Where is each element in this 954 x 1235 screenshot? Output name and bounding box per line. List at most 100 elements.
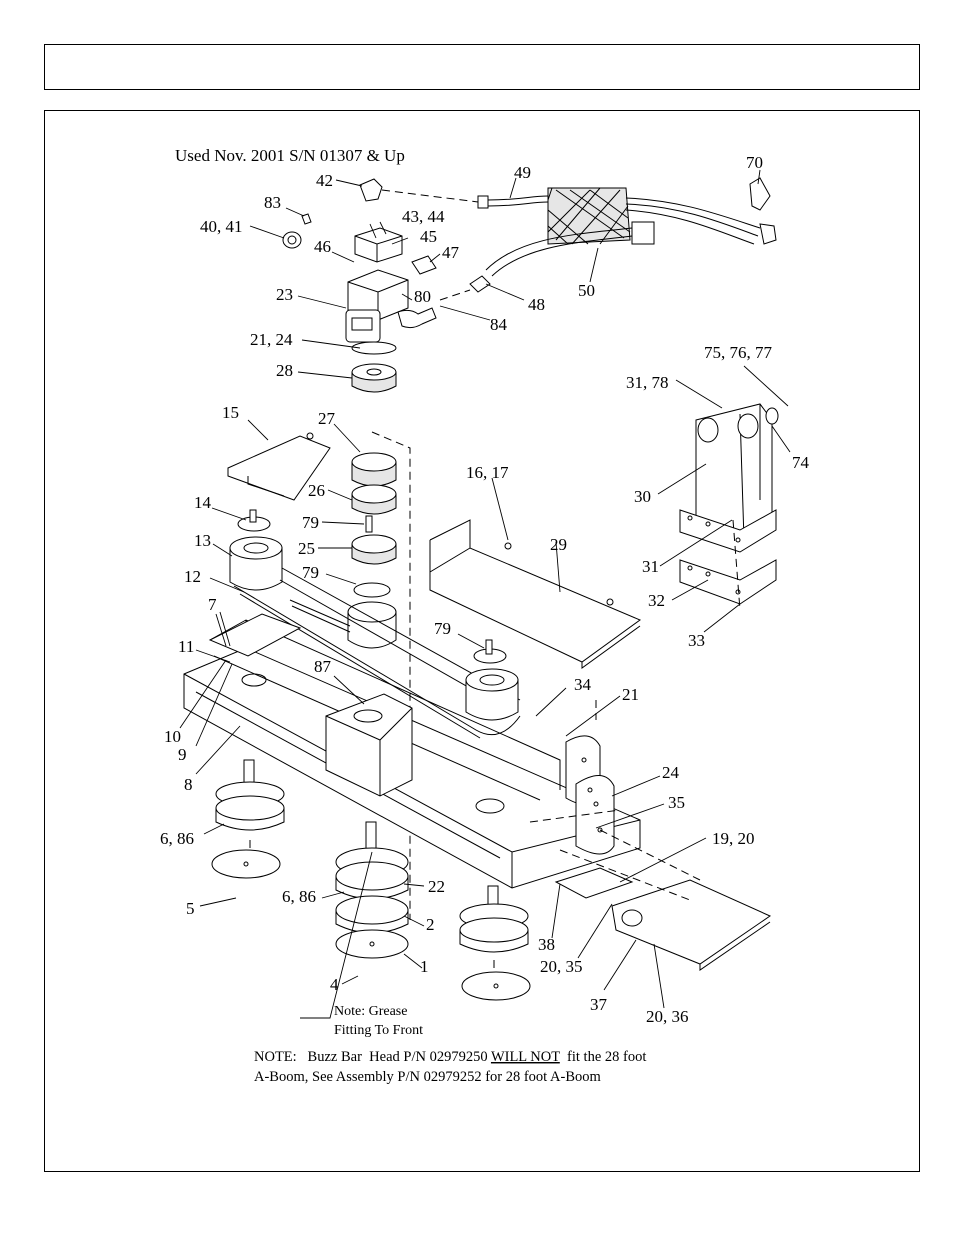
callout-27: 27	[318, 409, 336, 428]
right-pulley-group	[465, 639, 519, 721]
callout-75-76-77: 75, 76, 77	[704, 343, 773, 362]
callout-84: 84	[490, 315, 508, 334]
callout-20-35: 20, 35	[540, 957, 583, 976]
side-plate-24	[575, 775, 615, 855]
motor-plate	[351, 341, 397, 355]
callout-6-86-center: 6, 86	[282, 887, 316, 906]
leader-lines	[179, 169, 791, 1019]
callout-1: 1	[420, 957, 429, 976]
hydraulic-motor-group	[282, 178, 437, 393]
callout-42: 42	[316, 171, 333, 190]
pin-79	[365, 515, 373, 533]
grease-note-line1: Note: Grease	[334, 1004, 407, 1019]
hose-fitting-84	[397, 307, 437, 329]
callout-23: 23	[276, 285, 293, 304]
callout-87: 87	[314, 657, 332, 676]
pivot-bushing-left	[697, 417, 719, 443]
callout-11: 11	[178, 637, 194, 656]
guard-plate-20-36	[611, 879, 772, 965]
mount-bracket-group	[679, 403, 779, 611]
plate-31	[679, 509, 777, 553]
callout-74: 74	[792, 453, 810, 472]
callout-46: 46	[314, 237, 331, 256]
blade-disc-1	[335, 929, 409, 959]
callout-31-78: 31, 78	[626, 373, 669, 392]
elbow-fitting-70	[749, 177, 771, 211]
callout-38: 38	[538, 935, 555, 954]
callout-14: 14	[194, 493, 212, 512]
callout-29: 29	[550, 535, 567, 554]
callout-16-17: 16, 17	[466, 463, 509, 482]
hose-end-48	[631, 221, 655, 245]
hole-37	[621, 909, 643, 927]
footnote-line2: A-Boom, See Assembly P/N 02979252 for 28…	[254, 1069, 602, 1085]
hose-group	[381, 177, 777, 301]
callout-47: 47	[442, 243, 460, 262]
cover-plate-15	[227, 435, 331, 501]
callout-35: 35	[668, 793, 685, 812]
bottom-plate-group	[554, 829, 772, 971]
callout-10: 10	[164, 727, 181, 746]
callout-79-c: 79	[434, 619, 451, 638]
callout-28: 28	[276, 361, 293, 380]
drive-hub-stack	[347, 431, 411, 920]
left-pulley-group	[229, 509, 283, 591]
callout-79-b: 79	[302, 563, 319, 582]
grease-fitting-83	[301, 213, 312, 225]
valve-block	[354, 227, 403, 263]
callout-12: 12	[184, 567, 201, 586]
callout-80: 80	[414, 287, 431, 306]
cover-group	[227, 432, 642, 669]
hose-end-70b	[759, 223, 777, 245]
center-spindle-group	[335, 821, 409, 959]
hose-end-49	[477, 195, 489, 209]
callout-13: 13	[194, 531, 211, 550]
skid-38	[554, 867, 634, 899]
cover-plate-29	[429, 547, 642, 663]
left-spindle-group	[211, 759, 285, 879]
callout-37: 37	[590, 995, 608, 1014]
callout-15: 15	[222, 403, 239, 422]
callout-6-86-left: 6, 86	[160, 829, 194, 848]
callout-24: 24	[662, 763, 680, 782]
footnote-suffix: fit the 28 foot	[560, 1049, 647, 1065]
callout-4: 4	[330, 975, 339, 994]
drive-belt-12	[233, 567, 521, 739]
callout-25: 25	[298, 539, 315, 558]
callout-21: 21	[622, 685, 639, 704]
footnote-emphasis: WILL NOT	[491, 1049, 560, 1065]
elbow-fitting-42	[359, 178, 383, 202]
callout-43-44: 43, 44	[402, 207, 445, 226]
hose-fitting-48	[469, 275, 491, 293]
callout-79-a: 79	[302, 513, 319, 532]
callout-22: 22	[428, 877, 445, 896]
callout-2: 2	[426, 915, 435, 934]
callout-70: 70	[746, 153, 763, 172]
callout-49: 49	[514, 163, 531, 182]
callout-9: 9	[178, 745, 187, 764]
right-spindle-group	[459, 885, 531, 1001]
pivot-pin-74	[765, 407, 779, 425]
callout-48: 48	[528, 295, 545, 314]
callout-labels: 42 49 70 83 43, 44 40, 41 45 46 47 23 80…	[160, 153, 810, 1026]
callout-26: 26	[308, 481, 325, 500]
callout-8: 8	[184, 775, 193, 794]
callout-5: 5	[186, 899, 195, 918]
plate-32	[679, 559, 777, 605]
fitting-40-41	[282, 231, 302, 249]
end-plate-9-10	[208, 613, 302, 657]
callout-19-20: 19, 20	[712, 829, 755, 848]
bearing-block-87	[325, 693, 413, 797]
header-box	[44, 44, 920, 90]
main-frame	[183, 613, 641, 889]
callout-40-41: 40, 41	[200, 217, 243, 236]
diagram-frame	[44, 110, 920, 1172]
grease-note-line2: Fitting To Front	[334, 1023, 423, 1038]
callout-7: 7	[208, 595, 217, 614]
callout-50: 50	[578, 281, 595, 300]
blade-disc-right	[461, 971, 531, 1001]
relief-valve-47	[411, 255, 437, 275]
callout-32: 32	[648, 591, 665, 610]
callout-31: 31	[642, 557, 659, 576]
